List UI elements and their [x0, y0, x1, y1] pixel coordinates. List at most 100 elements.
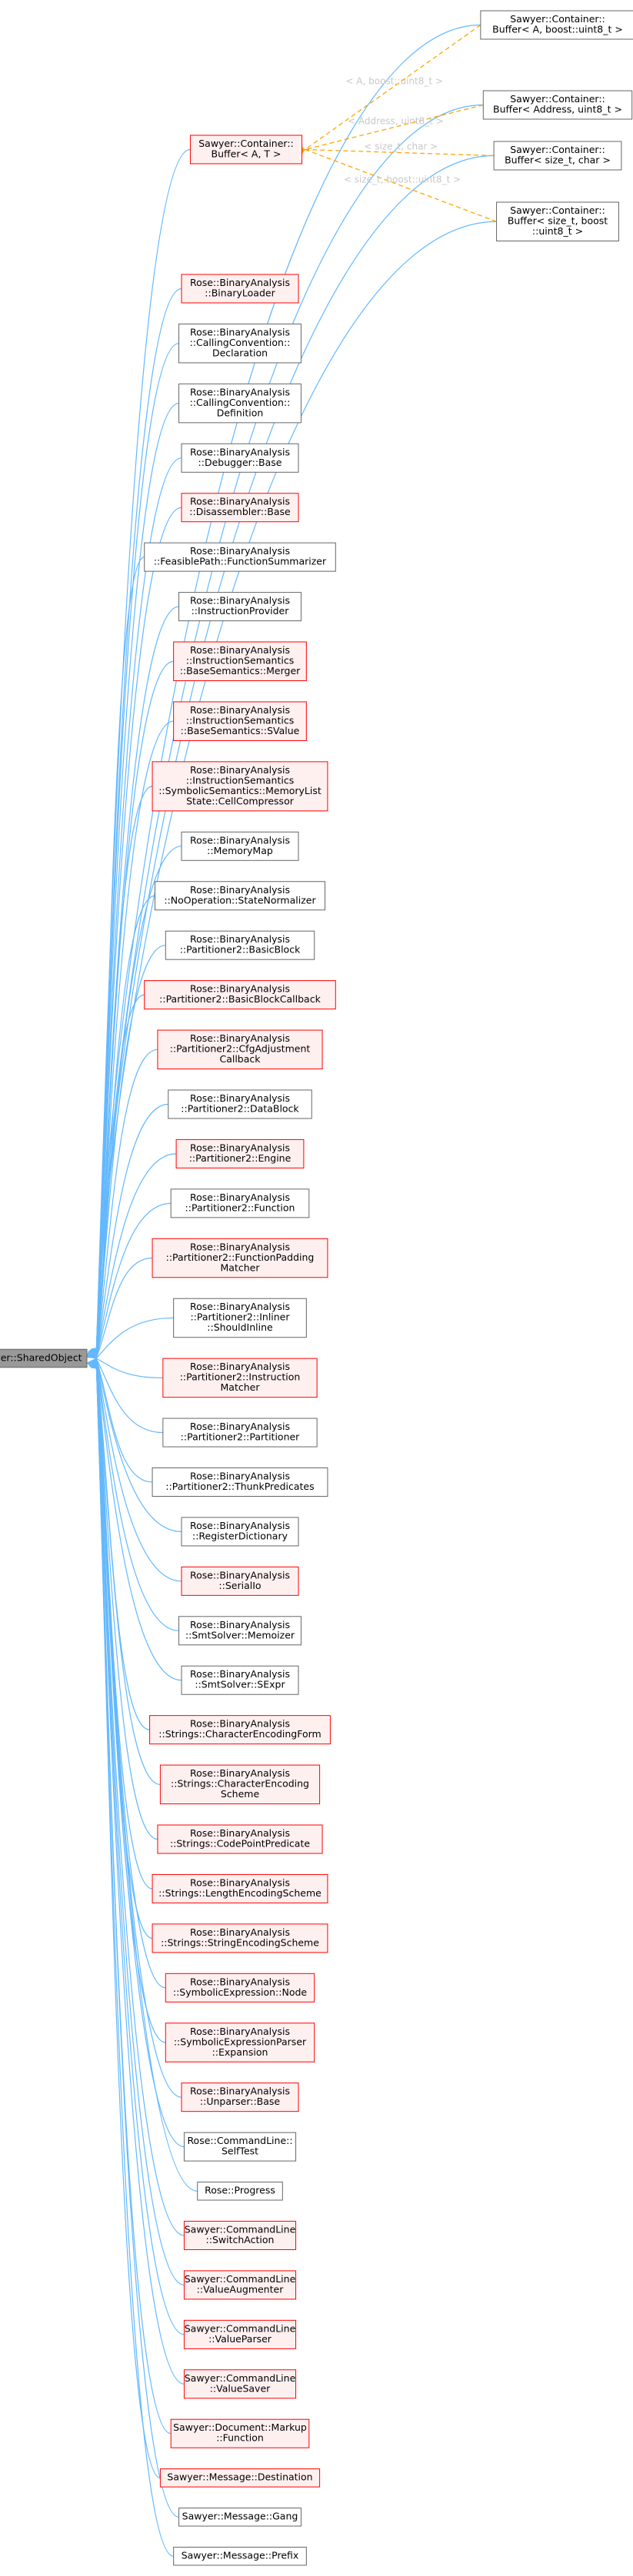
root-node[interactable]: Sawyer::SharedObject [0, 1348, 88, 1368]
derived-node-2[interactable]: Rose::BinaryAnalysis::CallingConvention:… [178, 383, 302, 424]
derived-node-9-text: Rose::BinaryAnalysis [190, 764, 290, 776]
derived-node-0[interactable]: Rose::BinaryAnalysis::BinaryLoader [181, 274, 299, 304]
derived-node-10[interactable]: Rose::BinaryAnalysis::MemoryMap [181, 831, 299, 861]
derived-node-32[interactable]: Rose::BinaryAnalysis::SymbolicExpression… [165, 1973, 315, 2003]
derived-node-25-box [178, 1616, 302, 1646]
derived-node-9-text: ::InstructionSemantics [186, 774, 294, 786]
derived-node-20-text: Rose::BinaryAnalysis [190, 1361, 290, 1372]
derived-node-29[interactable]: Rose::BinaryAnalysis::Strings::CodePoint… [157, 1824, 323, 1854]
derived-node-36[interactable]: Rose::Progress [197, 2182, 283, 2201]
nodes-layer: Sawyer::SharedObjectRose::BinaryAnalysis… [0, 10, 633, 2566]
derived-node-35[interactable]: Rose::CommandLine::SelfTest [183, 2132, 297, 2162]
derived-node-41-text: ::Function [216, 2432, 264, 2444]
derived-node-8[interactable]: Rose::BinaryAnalysis::InstructionSemanti… [173, 701, 307, 741]
derived-node-28-text: Scheme [221, 1788, 260, 1800]
derived-node-13-text: ::Partitioner2::BasicBlockCallback [159, 993, 321, 1005]
node-buffer-a-uint8-text: Sawyer::Container:: [510, 13, 605, 25]
node-container-buffer-a-t-text: Sawyer::Container:: [198, 138, 294, 149]
derived-node-16-box [175, 1138, 305, 1168]
derived-node-11-text: Rose::BinaryAnalysis [190, 884, 290, 896]
edge-label-0: < A, boost::uint8_t > [345, 76, 443, 87]
derived-node-2-box [178, 383, 302, 424]
derived-node-12-box [165, 930, 315, 960]
derived-node-41[interactable]: Sawyer::Document::Markup::Function [170, 2418, 310, 2448]
node-buffer-address-uint8[interactable]: Sawyer::Container::Buffer< Address, uint… [482, 90, 633, 120]
edges-layer: < A, boost::uint8_t >< Address, uint8_t … [85, 24, 497, 2557]
derived-node-5[interactable]: Rose::BinaryAnalysis::FeasiblePath::Func… [144, 542, 336, 572]
derived-node-33[interactable]: Rose::BinaryAnalysis::SymbolicExpression… [165, 2023, 315, 2062]
derived-node-24[interactable]: Rose::BinaryAnalysis::SerialIo [181, 1566, 299, 1596]
derived-node-9[interactable]: Rose::BinaryAnalysis::InstructionSemanti… [152, 761, 328, 812]
derived-node-22-text: Rose::BinaryAnalysis [190, 1471, 290, 1482]
derived-node-27[interactable]: Rose::BinaryAnalysis::Strings::Character… [149, 1715, 331, 1745]
derived-node-20-text: Matcher [221, 1381, 261, 1393]
derived-node-28[interactable]: Rose::BinaryAnalysis::Strings::Character… [159, 1764, 321, 1805]
edge-derived-16 [90, 1153, 177, 1369]
derived-node-30[interactable]: Rose::BinaryAnalysis::Strings::LengthEnc… [152, 1873, 328, 1903]
derived-node-25-text: ::SmtSolver::Memoizer [185, 1629, 295, 1640]
derived-node-39[interactable]: Sawyer::CommandLine::ValueParser [183, 2319, 297, 2349]
node-buffer-a-uint8[interactable]: Sawyer::Container::Buffer< A, boost::uin… [480, 10, 633, 40]
derived-node-7-box [173, 641, 307, 682]
derived-node-34-text: ::Unparser::Base [200, 2096, 281, 2107]
derived-node-41-box [170, 2418, 310, 2448]
edge-derived-40 [92, 1348, 185, 2385]
derived-node-1-box [178, 323, 302, 364]
derived-node-21[interactable]: Rose::BinaryAnalysis::Partitioner2::Part… [162, 1418, 318, 1448]
node-container-buffer-a-t[interactable]: Sawyer::Container::Buffer< A, T > [189, 135, 303, 165]
derived-node-15[interactable]: Rose::BinaryAnalysis::Partitioner2::Data… [168, 1089, 312, 1119]
derived-node-4-text: ::Disassembler::Base [189, 506, 291, 517]
derived-node-34[interactable]: Rose::BinaryAnalysis::Unparser::Base [181, 2082, 299, 2112]
node-buffer-size-uint8-text: Buffer< size_t, boost [508, 215, 608, 227]
derived-node-38[interactable]: Sawyer::CommandLine::ValueAugmenter [183, 2270, 297, 2300]
derived-node-25[interactable]: Rose::BinaryAnalysis::SmtSolver::Memoize… [178, 1616, 302, 1646]
derived-node-23[interactable]: Rose::BinaryAnalysis::RegisterDictionary [181, 1517, 299, 1547]
derived-node-40-text: ::ValueSaver [210, 2382, 271, 2394]
derived-node-11[interactable]: Rose::BinaryAnalysis::NoOperation::State… [155, 881, 325, 911]
derived-node-29-text: Rose::BinaryAnalysis [190, 1827, 290, 1839]
derived-node-15-text: ::Partitioner2::DataBlock [181, 1102, 299, 1114]
derived-node-1-text: Rose::BinaryAnalysis [190, 326, 290, 337]
derived-node-38-text: Sawyer::CommandLine [185, 2273, 296, 2285]
derived-node-24-box [181, 1566, 299, 1596]
derived-node-0-box [181, 274, 299, 304]
derived-node-2-text: Definition [217, 407, 264, 418]
derived-node-3-text: ::Debugger::Base [198, 457, 282, 468]
derived-node-44-box [173, 2547, 307, 2566]
node-buffer-size-uint8[interactable]: Sawyer::Container::Buffer< size_t, boost… [496, 201, 619, 241]
derived-node-19[interactable]: Rose::BinaryAnalysis::Partitioner2::Inli… [173, 1298, 307, 1338]
derived-node-40-box [183, 2369, 297, 2399]
derived-node-4[interactable]: Rose::BinaryAnalysis::Disassembler::Base [181, 493, 299, 523]
derived-node-43[interactable]: Sawyer::Message::Gang [178, 2508, 302, 2527]
derived-node-26[interactable]: Rose::BinaryAnalysis::SmtSolver::SExpr [181, 1665, 299, 1695]
derived-node-22[interactable]: Rose::BinaryAnalysis::Partitioner2::Thun… [152, 1467, 328, 1497]
edge-derived-28 [91, 1348, 161, 1785]
derived-node-17[interactable]: Rose::BinaryAnalysis::Partitioner2::Func… [170, 1188, 310, 1218]
derived-node-37[interactable]: Sawyer::CommandLine::SwitchAction [183, 2220, 297, 2250]
derived-node-0-text: ::BinaryLoader [205, 288, 275, 299]
derived-node-12[interactable]: Rose::BinaryAnalysis::Partitioner2::Basi… [165, 930, 315, 960]
derived-node-26-text: Rose::BinaryAnalysis [190, 1668, 290, 1680]
derived-node-7[interactable]: Rose::BinaryAnalysis::InstructionSemanti… [173, 641, 307, 682]
derived-node-34-box [181, 2082, 299, 2112]
derived-node-31[interactable]: Rose::BinaryAnalysis::Strings::StringEnc… [152, 1923, 328, 1953]
edge-derived-0 [92, 288, 182, 1369]
derived-node-1[interactable]: Rose::BinaryAnalysis::CallingConvention:… [178, 323, 302, 364]
derived-node-42[interactable]: Sawyer::Message::Destination [159, 2468, 321, 2488]
derived-node-16[interactable]: Rose::BinaryAnalysis::Partitioner2::Engi… [175, 1138, 305, 1168]
derived-node-14[interactable]: Rose::BinaryAnalysis::Partitioner2::CfgA… [157, 1029, 323, 1070]
derived-node-13[interactable]: Rose::BinaryAnalysis::Partitioner2::Basi… [144, 980, 336, 1010]
derived-node-3[interactable]: Rose::BinaryAnalysis::Debugger::Base [181, 443, 299, 473]
derived-node-18[interactable]: Rose::BinaryAnalysis::Partitioner2::Func… [152, 1238, 328, 1278]
node-buffer-size-char[interactable]: Sawyer::Container::Buffer< size_t, char … [493, 141, 622, 171]
edge-derived-23 [90, 1348, 182, 1533]
derived-node-36-box [197, 2182, 283, 2201]
node-buffer-size-uint8-text: Sawyer::Container:: [510, 204, 605, 216]
derived-node-20[interactable]: Rose::BinaryAnalysis::Partitioner2::Inst… [162, 1358, 318, 1398]
derived-node-40[interactable]: Sawyer::CommandLine::ValueSaver [183, 2369, 297, 2399]
derived-node-44[interactable]: Sawyer::Message::Prefix [173, 2547, 307, 2566]
derived-node-44-text: Sawyer::Message::Prefix [182, 2550, 299, 2561]
edge-derived-44 [92, 1348, 174, 2557]
derived-node-39-box [183, 2319, 297, 2349]
derived-node-6[interactable]: Rose::BinaryAnalysis::InstructionProvide… [178, 592, 302, 622]
